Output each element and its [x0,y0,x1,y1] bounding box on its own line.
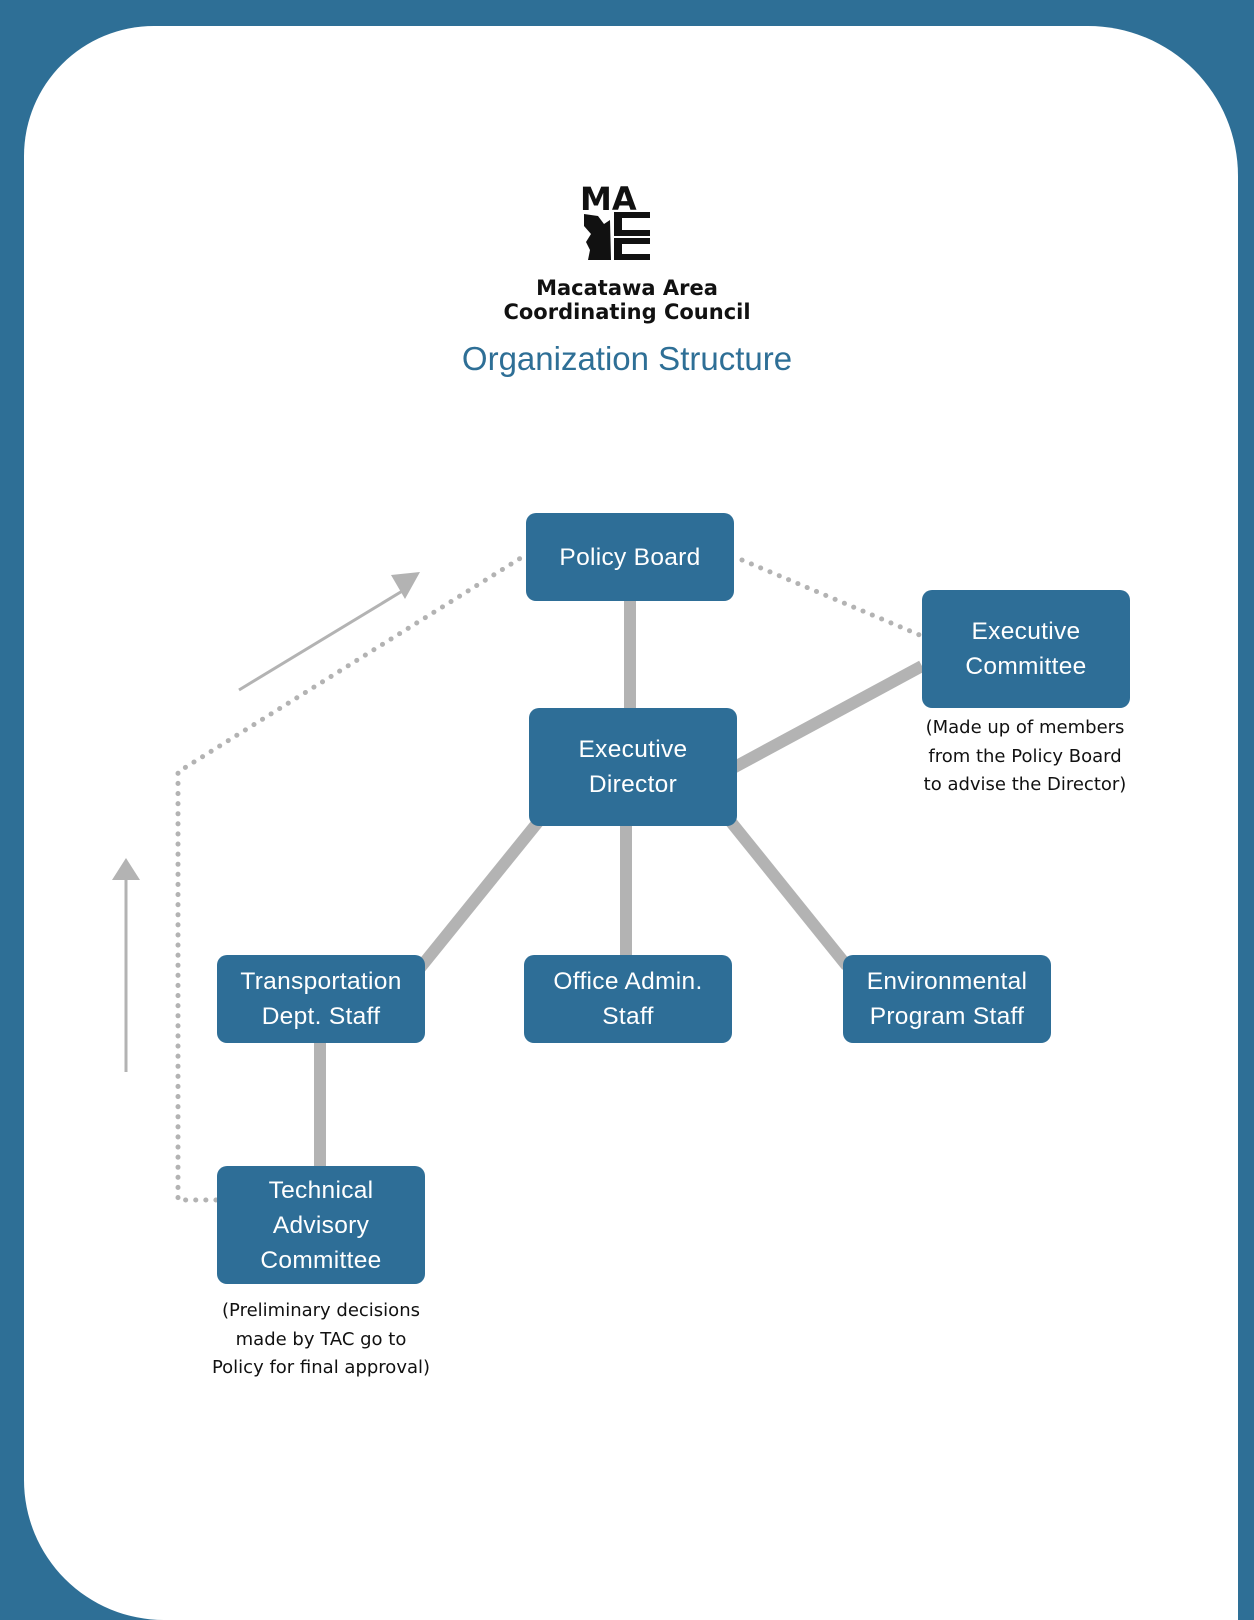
note-line: Policy for final approval) [211,1357,431,1378]
node-technical-advisory-committee: Technical Advisory Committee [217,1166,425,1284]
node-label: Advisory [272,1211,370,1239]
logo-c-lower [614,238,650,260]
organization-name-line-2: Coordinating Council [503,300,751,324]
node-label: Technical [268,1176,374,1204]
diagram-title: Organization Structure [461,340,793,377]
organization-name-line-1: Macatawa Area [536,276,718,300]
edge-policy-to-committee-dotted [739,557,925,639]
node-label: Program Staff [869,1003,1025,1030]
logo-c-upper [614,212,650,236]
flow-arrowhead-diagonal [391,572,420,599]
node-executive-committee: Executive Committee [922,590,1130,708]
organization-name: Macatawa Area Coordinating Council [427,276,827,324]
note-line: made by TAC go to [235,1328,407,1350]
edge-director-to-environmental [726,818,852,970]
node-executive-director: Executive Director [529,708,737,826]
node-label: Staff [602,1003,654,1030]
logo-michigan-silhouette [584,214,611,260]
node-label: Committee [260,1246,382,1274]
tac-note: (Preliminary decisions made by TAC go to… [176,1297,466,1383]
executive-committee-note: (Made up of members from the Policy Boar… [880,714,1170,800]
node-label: Policy Board [559,543,701,571]
node-environmental-program-staff: Environmental Program Staff [843,955,1051,1043]
node-label: Director [588,771,678,798]
node-label: Environmental [866,968,1028,995]
note-line: from the Policy Board [928,745,1122,767]
edge-committee-to-director [730,660,925,774]
node-policy-board: Policy Board [526,513,734,601]
edge-director-to-transportation [415,818,543,972]
node-label: Executive [971,618,1081,645]
node-label: Dept. Staff [261,1003,381,1030]
edge-tac-to-policy-dotted [175,553,527,1203]
logo-lettering: MA [580,180,637,218]
note-line: (Preliminary decisions [222,1300,420,1321]
flow-arrowhead-vertical [112,858,140,880]
note-line: (Made up of members [925,717,1125,738]
macc-logo: MA [580,180,650,260]
node-transportation-dept-staff: Transportation Dept. Staff [217,955,425,1043]
flow-arrow-diagonal [238,588,405,692]
node-label: Transportation [240,968,402,995]
node-label: Office Admin. [553,968,703,995]
node-label: Executive [578,736,688,763]
node-office-admin-staff: Office Admin. Staff [524,955,732,1043]
note-line: to advise the Director) [923,774,1127,795]
node-label: Committee [965,653,1087,680]
